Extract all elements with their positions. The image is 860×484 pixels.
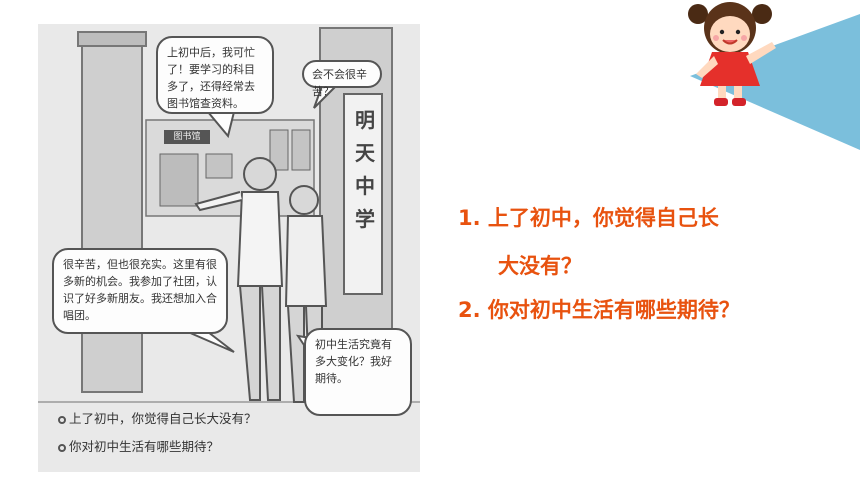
cartoon-girl-icon bbox=[688, 2, 860, 150]
bullet-icon bbox=[58, 444, 66, 452]
caption-question-2: 你对初中生活有哪些期待？ bbox=[58, 436, 219, 455]
caption-question-1: 上了初中，你觉得自己长大没有？ bbox=[58, 408, 257, 427]
speech-bubble-tall-boy: 上初中后，我可忙了！要学习的科目多了，还得经常去图书馆查资料。 bbox=[156, 36, 274, 114]
question-1-line-1: 1. 上了初中，你觉得自己长 bbox=[458, 206, 719, 230]
speech-bubble-short-boy: 会不会很辛苦？ bbox=[302, 60, 382, 98]
question-2: 2. 你对初中生活有哪些期待？ bbox=[458, 298, 740, 322]
bullet-icon bbox=[58, 416, 66, 424]
speech-bubble-answer: 很辛苦，但也很充实。这里有很多新的机会。我参加了社团，认识了好多新朋友。我还想加… bbox=[52, 248, 228, 334]
thought-bubble: 初中生活究竟有多大变化？我好期待。 bbox=[304, 328, 412, 416]
school-gate-sign: 明天中学 bbox=[355, 108, 375, 231]
question-1-line-2: 大没有？ bbox=[498, 254, 582, 278]
library-sign: 图书馆 bbox=[164, 130, 210, 144]
comic-illustration: 图书馆 明天中学 上初中后，我可忙了！要学习的科目多了，还得经常去图书馆查资料。… bbox=[38, 24, 420, 472]
